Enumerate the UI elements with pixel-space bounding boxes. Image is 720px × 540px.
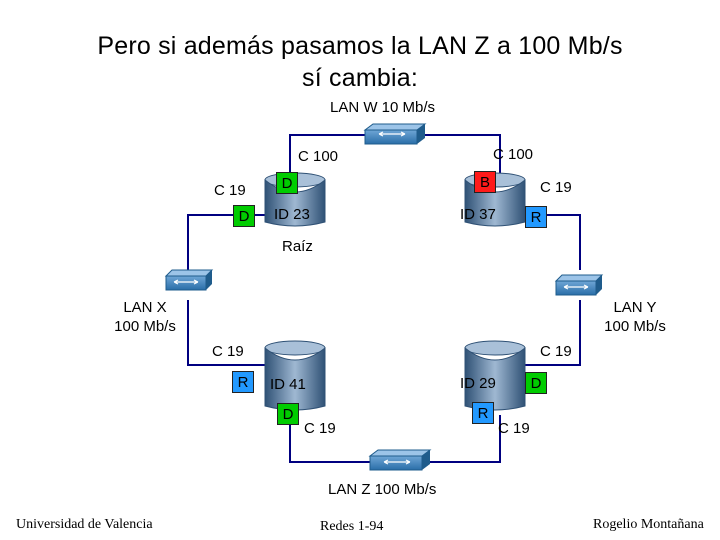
- hub-icon: [363, 123, 427, 145]
- bridge-id: ID 37: [460, 206, 496, 223]
- cost-label: C 19: [498, 420, 530, 437]
- footer-author: Rogelio Montañana: [593, 517, 704, 532]
- hub-icon: [164, 269, 214, 291]
- bridge-id: ID 23: [274, 206, 310, 223]
- cost-label: C 19: [304, 420, 336, 437]
- hub-icon: [368, 449, 432, 471]
- footer-course: Redes 1-94: [320, 519, 384, 534]
- port-root: R: [525, 206, 547, 228]
- lan-x-speed: 100 Mb/s: [114, 318, 176, 335]
- port-root: R: [472, 402, 494, 424]
- footer-institution: Universidad de Valencia: [16, 517, 153, 532]
- lan-z-label: LAN Z 100 Mb/s: [328, 481, 437, 498]
- hub-icon: [554, 274, 604, 296]
- port-blocked: B: [474, 171, 496, 193]
- lan-y-name: LAN Y: [613, 299, 657, 316]
- cost-label: C 19: [540, 179, 572, 196]
- bridge-id: ID 41: [270, 376, 306, 393]
- wire-right-lower: [525, 300, 581, 366]
- bridge-id: ID 29: [460, 375, 496, 392]
- lan-y-speed: 100 Mb/s: [604, 318, 666, 335]
- lan-x-label: LAN X 100 Mb/s: [100, 298, 190, 336]
- cost-label: C 19: [214, 182, 246, 199]
- wire-left-lower: [187, 300, 265, 366]
- cost-label: C 19: [540, 343, 572, 360]
- title-line-2: sí cambia:: [302, 64, 418, 92]
- root-label: Raíz: [282, 238, 313, 255]
- port-designated: D: [276, 172, 298, 194]
- lan-w-label: LAN W 10 Mb/s: [330, 99, 436, 116]
- bridge-icon: [264, 340, 326, 411]
- port-root: R: [232, 371, 254, 393]
- lan-y-label: LAN Y 100 Mb/s: [592, 298, 678, 336]
- port-designated: D: [277, 403, 299, 425]
- cost-label: C 19: [212, 343, 244, 360]
- slide-title: Pero si además pasamos la LAN Z a 100 Mb…: [0, 30, 720, 94]
- lan-x-name: LAN X: [123, 299, 167, 316]
- cost-label: C 100: [298, 148, 339, 165]
- cost-label: C 100: [493, 146, 534, 163]
- port-designated: D: [525, 372, 547, 394]
- port-designated: D: [233, 205, 255, 227]
- title-line-1: Pero si además pasamos la LAN Z a 100 Mb…: [97, 32, 623, 60]
